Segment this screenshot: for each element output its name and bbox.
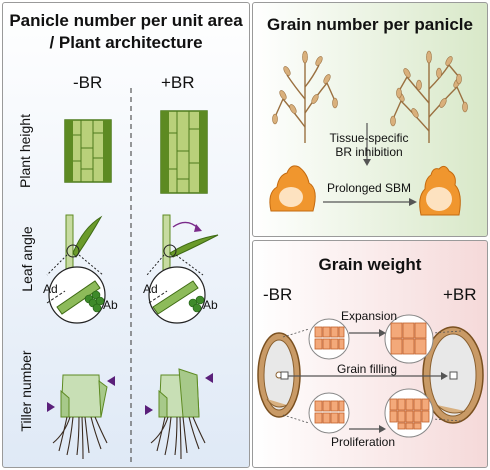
left-title-line2: / Plant architecture: [49, 33, 203, 52]
grain-minus-br-icon: [257, 332, 301, 418]
grain-number-illustrations: [269, 50, 468, 216]
stem-segment-plus-br-icon: [160, 110, 208, 194]
stem-segment-minus-br-icon: [64, 119, 112, 183]
left-minus-br: -BR: [73, 73, 103, 92]
br-minus-br: -BR: [263, 285, 293, 304]
grain-filling-label: Grain filling: [337, 362, 398, 376]
proliferation-label: Proliferation: [331, 435, 396, 449]
tr-title: Grain number per panicle: [267, 15, 473, 34]
panicle-minus-br-icon: [274, 61, 336, 143]
cells-lower-plus-br-icon: [384, 388, 434, 438]
br-plus-br: +BR: [443, 285, 477, 304]
tiller-plus-br-icon: [145, 368, 213, 460]
ad-label-minus-br: Ad: [43, 282, 58, 296]
panel-grain-weight: Grain weight -BR +BR: [252, 240, 488, 468]
expansion-label: Expansion: [341, 309, 398, 323]
panel-grain-number: Grain number per panicle: [252, 2, 488, 237]
cells-lower-minus-br-icon: [308, 392, 350, 434]
leaf-angle-minus-br-icon: [46, 214, 106, 324]
left-title-line1: Panicle number per unit area: [9, 11, 243, 30]
meristem-minus-br-icon: [269, 165, 316, 212]
inhibition-line2: BR inhibition: [335, 145, 403, 159]
panel-plant-architecture: Panicle number per unit area / Plant arc…: [2, 2, 250, 468]
inhibition-line1: Tissue-specific: [329, 131, 409, 145]
ab-label-plus-br: Ab: [203, 298, 218, 312]
br-title: Grain weight: [318, 255, 422, 274]
sbm-label: Prolonged SBM: [327, 181, 412, 195]
ad-label-plus-br: Ad: [143, 282, 158, 296]
grain-weight-illustrations: [257, 314, 484, 438]
tiller-minus-br-icon: [47, 374, 115, 460]
left-illustrations: [46, 88, 219, 465]
cells-upper-minus-br-icon: [308, 318, 350, 360]
meristem-plus-br-icon: [419, 165, 461, 216]
left-plus-br: +BR: [161, 73, 195, 92]
ab-label-minus-br: Ab: [103, 298, 118, 312]
cells-upper-plus-br-icon: [384, 314, 434, 364]
leaf-angle-plus-br-icon: [146, 214, 219, 324]
